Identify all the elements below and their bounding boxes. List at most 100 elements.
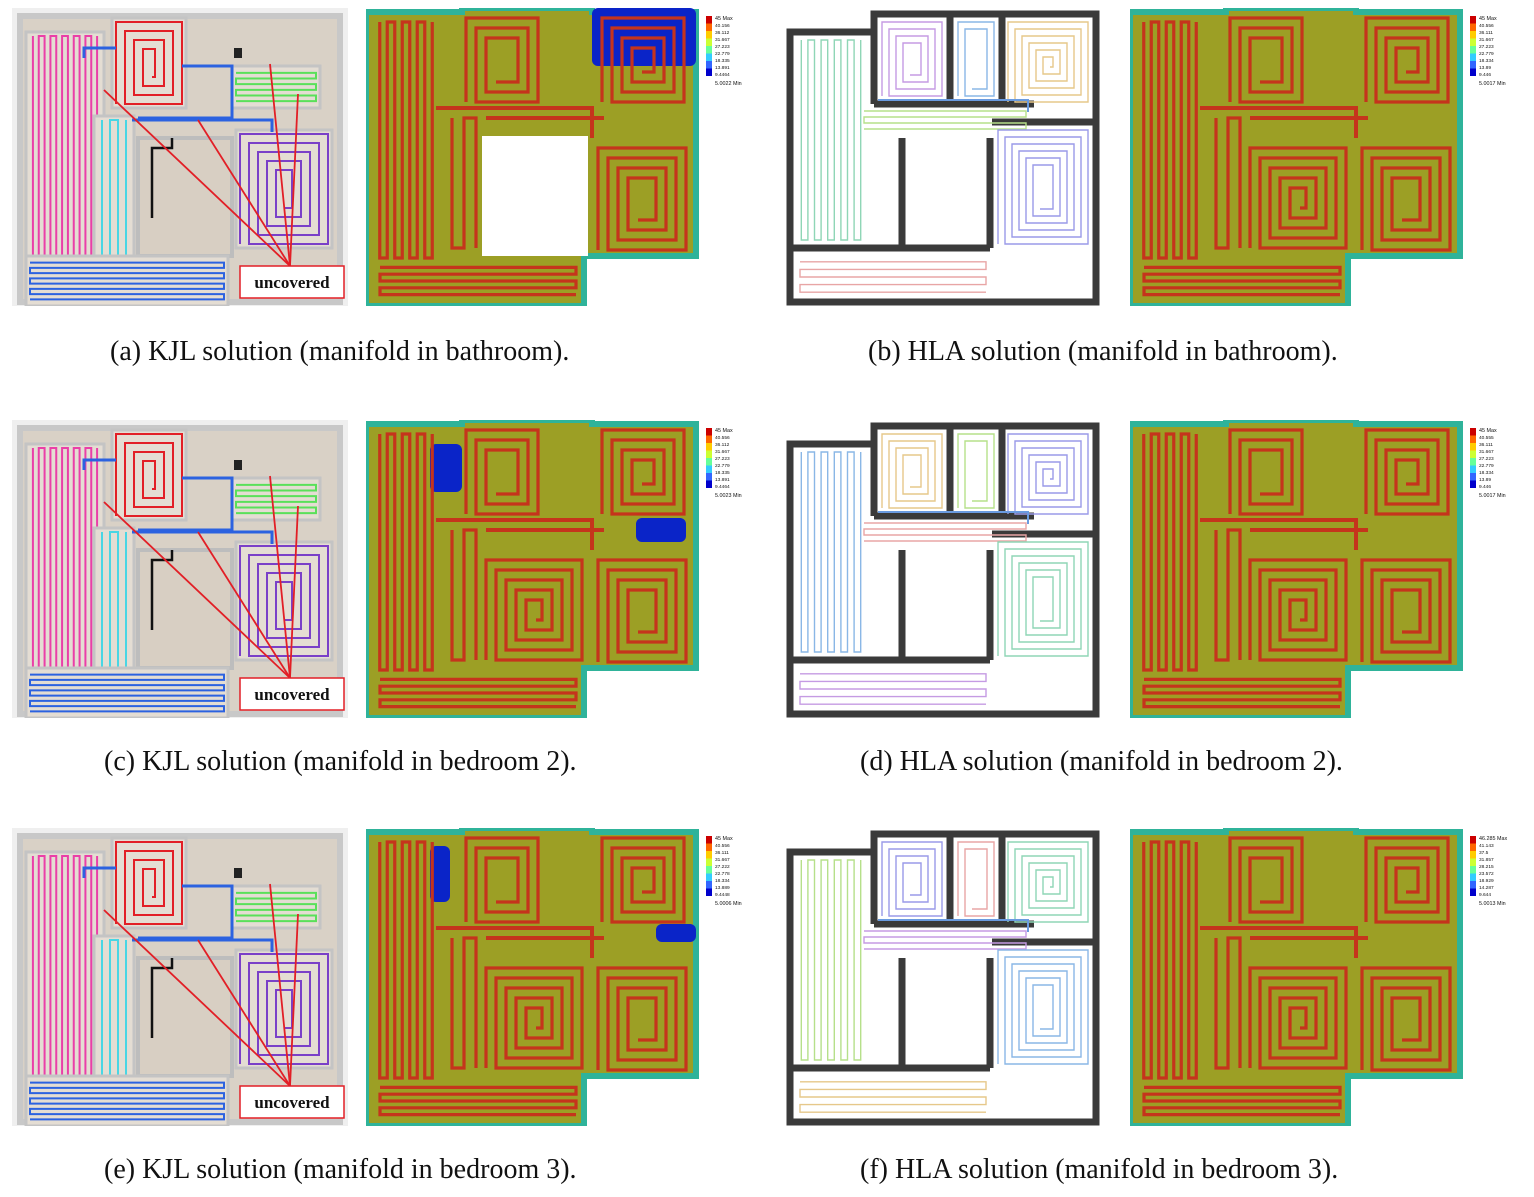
hot-pipe-trace (600, 836, 686, 924)
legend-swatch (1470, 881, 1476, 889)
legend-tick: 13.891 (715, 65, 730, 71)
hot-pipe-trace (1200, 106, 1368, 138)
legend-tick: 9.644 (1479, 892, 1491, 898)
hot-pipe-trace (1214, 528, 1242, 662)
legend-max: 45 Max (715, 16, 733, 22)
heating-pipe-loop (800, 859, 862, 1061)
room (234, 540, 334, 662)
uncovered-arrows (103, 63, 299, 267)
legend-tick: 22.779 (1479, 463, 1494, 469)
hot-pipe-trace (1200, 926, 1368, 958)
hot-pipe-trace (1142, 20, 1198, 260)
legend-tick: 9.4448 (715, 892, 730, 898)
heating-pipe-loop (799, 1081, 987, 1113)
hot-pipe-trace (378, 840, 434, 1080)
legend-tick: 40.156 (715, 23, 730, 29)
hot-pipe-trace (1228, 836, 1304, 924)
arrow-line (289, 93, 299, 267)
panel-e-floorplan: uncovered (12, 828, 348, 1126)
hot-pipe-trace (436, 518, 604, 550)
legend-swatch (706, 23, 712, 31)
legend-tick: 31.667 (1479, 37, 1494, 43)
arrow-line (197, 119, 291, 267)
hot-pipe-trace (600, 16, 686, 104)
walls (786, 830, 1100, 1126)
manifold-marker (234, 48, 242, 58)
legend-tick: 40.555 (1479, 435, 1494, 441)
heating-pipe-loop (863, 522, 1027, 542)
hot-pipe-trace (596, 146, 688, 252)
hot-pipe-trace (1248, 966, 1348, 1070)
legend-tick: 31.857 (1479, 857, 1494, 863)
legend-swatch (1470, 443, 1476, 451)
heating-pipe-loop (235, 71, 317, 103)
arrow-line (197, 939, 291, 1087)
hot-pipe-trace (1364, 836, 1450, 924)
legend-max: 45 Max (715, 428, 733, 434)
legend-tick: 36.112 (715, 442, 730, 448)
hot-pipe-trace (1142, 1085, 1342, 1117)
legend-tick: 18.334 (715, 878, 730, 884)
uncovered-arrows (103, 475, 299, 679)
hot-pipe-trace (1248, 558, 1348, 662)
legend-swatch (1470, 473, 1476, 481)
heating-pipe-loop (800, 451, 862, 653)
panel-a-floorplan: uncovered (12, 8, 348, 306)
legend-swatch (1470, 866, 1476, 874)
hot-pipe-trace (378, 20, 434, 260)
legend-tick: 31.667 (715, 37, 730, 43)
legend-tick: 40.556 (715, 435, 730, 441)
uncovered-arrows (103, 883, 299, 1087)
legend-swatch (706, 836, 712, 844)
legend-max: 45 Max (715, 836, 733, 842)
room (24, 30, 106, 278)
legend-swatch (1470, 465, 1476, 473)
caption-a: (a) KJL solution (manifold in bathroom). (110, 336, 570, 367)
legend-tick: 28.215 (1479, 864, 1494, 870)
legend-max: 45 Max (1479, 16, 1497, 22)
caption-c: (c) KJL solution (manifold in bedroom 2)… (104, 746, 577, 777)
legend-swatch (1470, 836, 1476, 844)
legend-tick: 9.4464 (715, 484, 730, 490)
heating-pipe-loop (799, 261, 987, 293)
legend-tick: 36.111 (1479, 442, 1493, 448)
hot-pipe-trace (378, 677, 578, 709)
hot-pipe-trace (450, 936, 478, 1070)
uncovered-label: uncovered (254, 685, 330, 704)
legend-swatch (706, 866, 712, 874)
hot-pipe-trace (464, 428, 540, 516)
arrow-line (269, 475, 291, 679)
manifold-marker (234, 460, 242, 470)
legend-tick: 18.335 (715, 58, 730, 64)
arrow-line (269, 63, 291, 267)
panel-b-floorplan (782, 8, 1112, 306)
legend-swatch (1470, 435, 1476, 443)
legend-tick: 36.111 (715, 850, 729, 856)
legend-tick: 22.779 (715, 51, 730, 57)
legend-swatch (706, 858, 712, 866)
legend-tick: 27.223 (715, 456, 730, 462)
legend-tick: 9.4464 (715, 72, 730, 78)
heating-pipe-loop (957, 841, 995, 917)
legend-tick: 9.446 (1479, 72, 1491, 78)
panel-f-hla-layout (782, 828, 1112, 1126)
unheated-hole (482, 136, 588, 256)
legend-swatch (1470, 61, 1476, 69)
legend-tick: 36.111 (1479, 30, 1493, 36)
panel-f-floorplan (782, 828, 1112, 1126)
room (24, 1074, 230, 1126)
legend-swatch (706, 458, 712, 466)
hot-pipe-trace (1228, 16, 1304, 104)
heating-pipe-loop (239, 953, 329, 1065)
cold-zone (430, 846, 450, 902)
arrow-line (103, 909, 291, 1087)
heating-pipe-loop (881, 21, 943, 97)
legend-swatch (1470, 23, 1476, 31)
heating-pipe-loop (881, 841, 943, 917)
arrow-line (197, 531, 291, 679)
arrow-line (289, 505, 299, 679)
legend-tick: 13.891 (715, 477, 730, 483)
arrow-line (289, 913, 299, 1087)
panel-d-floorplan (782, 420, 1112, 718)
caption-d: (d) HLA solution (manifold in bedroom 2)… (860, 746, 1343, 777)
